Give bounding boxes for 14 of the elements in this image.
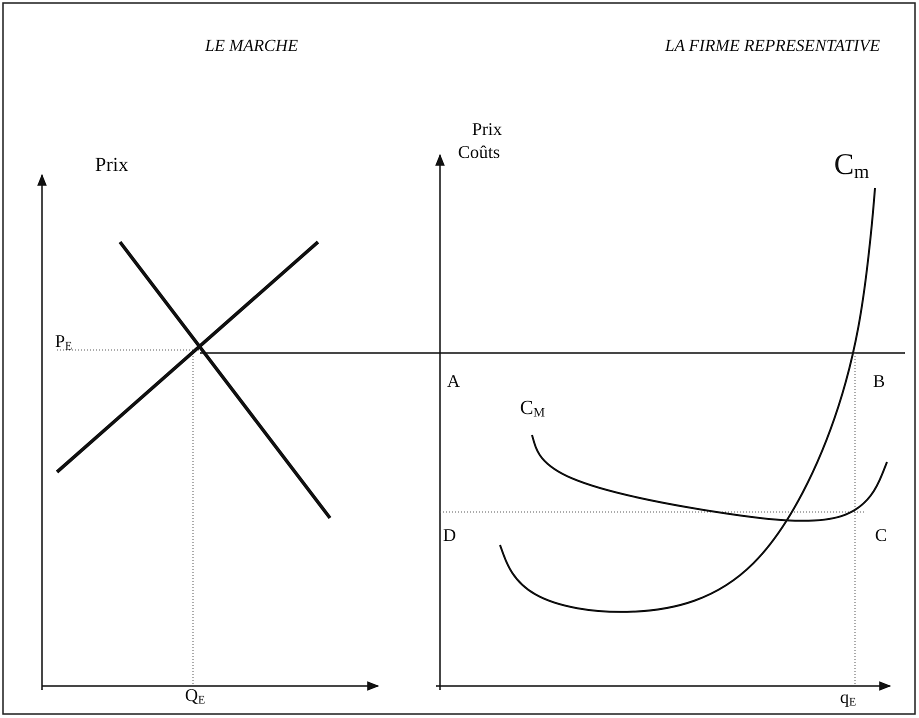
- axis-label: Prix: [472, 120, 502, 138]
- point-label: C$_{M}$: [520, 398, 545, 419]
- axis-label: Q$_{E}$: [185, 686, 206, 706]
- point-label: C$_{m}$: [834, 150, 870, 182]
- point-label: B: [873, 372, 886, 390]
- axis-label: Prix: [95, 155, 128, 175]
- point-label: C: [875, 526, 888, 544]
- point-label: A: [447, 372, 460, 390]
- panel-title: LA FIRME REPRESENTATIVE: [665, 37, 880, 54]
- point-label: P$_{E}$: [55, 332, 72, 352]
- panel-title: LE MARCHE: [205, 37, 298, 54]
- axis-label: q$_{E}$: [840, 688, 856, 708]
- point-label: D: [443, 526, 456, 544]
- axis-label: Coûts: [458, 143, 500, 161]
